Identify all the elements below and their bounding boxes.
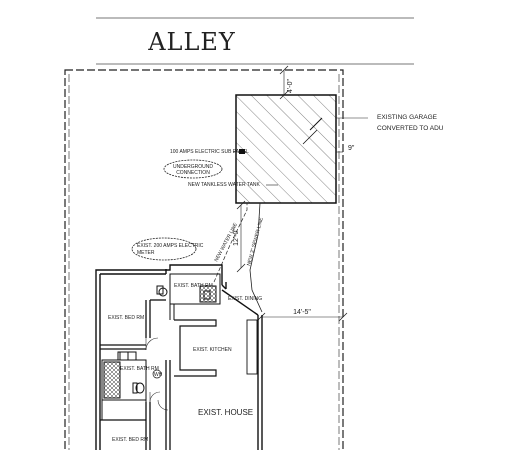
dining-counter [246,319,258,375]
garage-mark [309,117,323,131]
bed1-label: EXIST. BED RM [108,315,144,321]
meter-cloud [131,237,197,261]
dim-side-label: 9" [348,145,355,152]
bath-room-2 [101,351,147,420]
garage-mark-2 [302,129,318,145]
meter-label-2: METER [137,250,155,256]
dim-sep-tick-1 [236,200,246,210]
sub-panel [239,149,245,154]
sub-panel-label: 100 AMPS ELECTRIC SUB PANEL [170,149,249,155]
house-walls [95,264,263,450]
bed2-label: EXIST. BED RM [112,437,148,443]
property-line [64,69,344,450]
house-label: EXIST. HOUSE [198,408,253,417]
wh-symbol [152,369,162,379]
water-line [213,203,248,283]
underground-label-1: UNDERGROUND [173,164,213,170]
bath2-label: EXIST. BATH RM [120,366,159,372]
interior-walls [100,299,171,450]
underground-cloud [163,159,223,179]
alley-title: ALLEY [147,28,236,56]
garage-label-2: CONVERTED TO ADU [377,125,444,132]
dim-yard-label: 14'-5" [293,309,311,316]
water-tank-label: NEW TANKLESS WATER TANK [188,182,261,188]
dim-top-label: 4'-0" [287,79,294,93]
bath-room-1 [156,273,221,320]
kitchen-counters [174,319,217,377]
dim-sep-label: 12'-0" [233,228,240,246]
dim-sep-tick-2 [236,263,246,273]
dim-top-tick-2 [279,90,289,100]
dim-yard-tick-2 [338,312,348,322]
garage-adu [235,94,337,204]
dining-label: EXIST. DINING [228,296,262,302]
sewer-line [249,202,263,313]
underground-label-2: CONNECTION [176,170,210,176]
bath1-label: EXIST. BATH RM [174,283,213,289]
wh-label: WH [154,372,163,378]
garage-label-1: EXISTING GARAGE [377,114,438,121]
doors [145,337,169,411]
dim-top-tick-1 [279,65,289,75]
meter-label-1: EXIST. 200 AMPS ELECTRIC [137,243,204,249]
kitchen-label: EXIST. KITCHEN [193,347,232,353]
sewer-line-label: NEW 3" SEWER LINE [246,216,265,266]
